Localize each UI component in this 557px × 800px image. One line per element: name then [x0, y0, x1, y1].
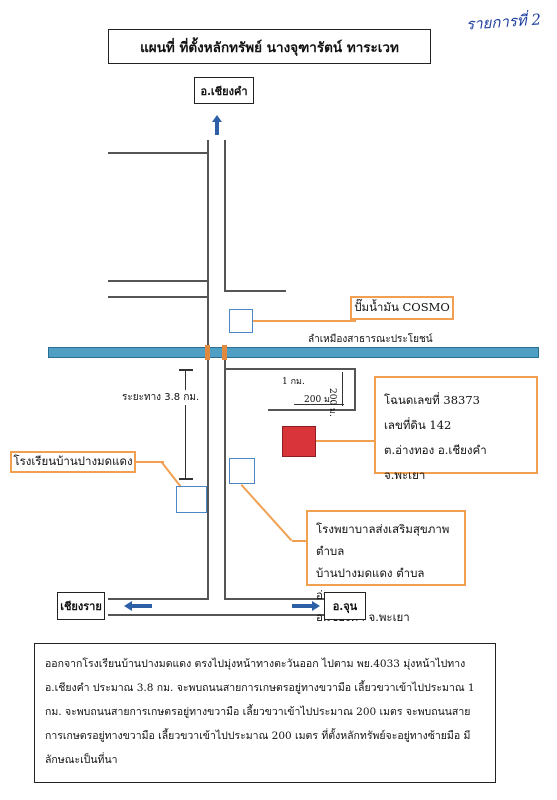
canal-bridge-right [222, 345, 227, 360]
bottom-road-lower [108, 614, 324, 616]
school-box: โรงเรียนบ้านปางมดแดง [10, 451, 136, 473]
west-arrow-icon [124, 601, 152, 611]
east-town-label: อ.จุน [332, 600, 358, 613]
distance-bar-bottom [179, 478, 193, 480]
east-town-box: อ.จุน [324, 592, 366, 620]
dimension-line-vertical [342, 372, 343, 406]
gas-station-label: ปั๊มน้ำมัน COSMO [354, 300, 450, 314]
hospital-name-1: โรงพยาบาลส่งเสริมสุขภาพตำบล [316, 522, 450, 558]
gas-station-box: ปั๊มน้ำมัน COSMO [350, 296, 454, 320]
directions-box: ออกจากโรงเรียนบ้านปางมดแดง ตรงไปมุ่งหน้า… [34, 643, 496, 783]
land-number: เลขที่ดิน 142 [384, 418, 452, 432]
west-town-box: เชียงราย [57, 592, 105, 620]
canal [48, 347, 539, 358]
west-town-label: เชียงราย [60, 600, 102, 613]
hospital-leader-b [292, 540, 312, 542]
map-title-text: แผนที่ ที่ตั้งหลักทรัพย์ นางจุฑารัตน์ ทา… [140, 39, 399, 56]
deed-location: ต.อ่างทอง อ.เชียงคำ จ.พะเยา [384, 443, 487, 482]
farm-road-1km [226, 368, 356, 370]
school-leader-a [136, 461, 164, 463]
deed-box: โฉนดเลขที่ 38373 เลขที่ดิน 142 ต.อ่างทอง… [374, 376, 538, 482]
side-road-left-mid2 [108, 296, 208, 298]
label-1km: 1 กม. [282, 377, 305, 387]
gas-station-marker [229, 309, 253, 333]
distance-label: ระยะทาง 3.8 กม. [122, 390, 200, 405]
side-road-left-mid [108, 280, 208, 282]
distance-bar-vertical [185, 370, 186, 480]
north-town-box: อ.เชียงคำ [194, 77, 254, 104]
property-plot [282, 426, 316, 457]
road-left-lower [207, 360, 209, 598]
hospital-box: โรงพยาบาลส่งเสริมสุขภาพตำบล บ้านปางมดแดง… [306, 510, 466, 624]
distance-bar-top [179, 369, 193, 371]
directions-text: ออกจากโรงเรียนบ้านปางมดแดง ตรงไปมุ่งหน้า… [45, 658, 475, 766]
side-road-top [108, 152, 208, 154]
property-leader [316, 440, 376, 442]
canal-bridge-left [205, 345, 210, 360]
road-right-lower [224, 360, 226, 598]
deed-number: โฉนดเลขที่ 38373 [384, 393, 480, 407]
school-leader-b [160, 461, 182, 488]
handwritten-note: รายการที่ 2 [465, 10, 542, 34]
road-right-upper [224, 140, 226, 290]
road-left-upper [207, 140, 209, 345]
map-title: แผนที่ ที่ตั้งหลักทรัพย์ นางจุฑารัตน์ ทา… [108, 29, 431, 64]
label-200m-vertical: 200 ม. [327, 388, 337, 417]
side-road-top-right [224, 290, 286, 292]
farm-road-200-vertical [354, 368, 356, 410]
hospital-marker [229, 458, 255, 484]
school-marker [176, 486, 207, 513]
hospital-leader-a [240, 484, 293, 542]
farm-road-200-horizontal [268, 409, 356, 411]
gas-station-leader [253, 320, 356, 322]
north-arrow-icon [212, 115, 222, 135]
east-arrow-icon [292, 601, 320, 611]
label-200m-horizontal: 200 ม. [304, 395, 333, 405]
bottom-road-upper [108, 598, 209, 600]
north-town-label: อ.เชียงคำ [200, 84, 248, 98]
dimension-line-horizontal [294, 404, 344, 405]
canal-label: ลำเหมืองสาธารณะประโยชน์ [308, 334, 433, 345]
school-label: โรงเรียนบ้านปางมดแดง [13, 454, 133, 468]
bottom-road-upper-right [224, 598, 324, 600]
